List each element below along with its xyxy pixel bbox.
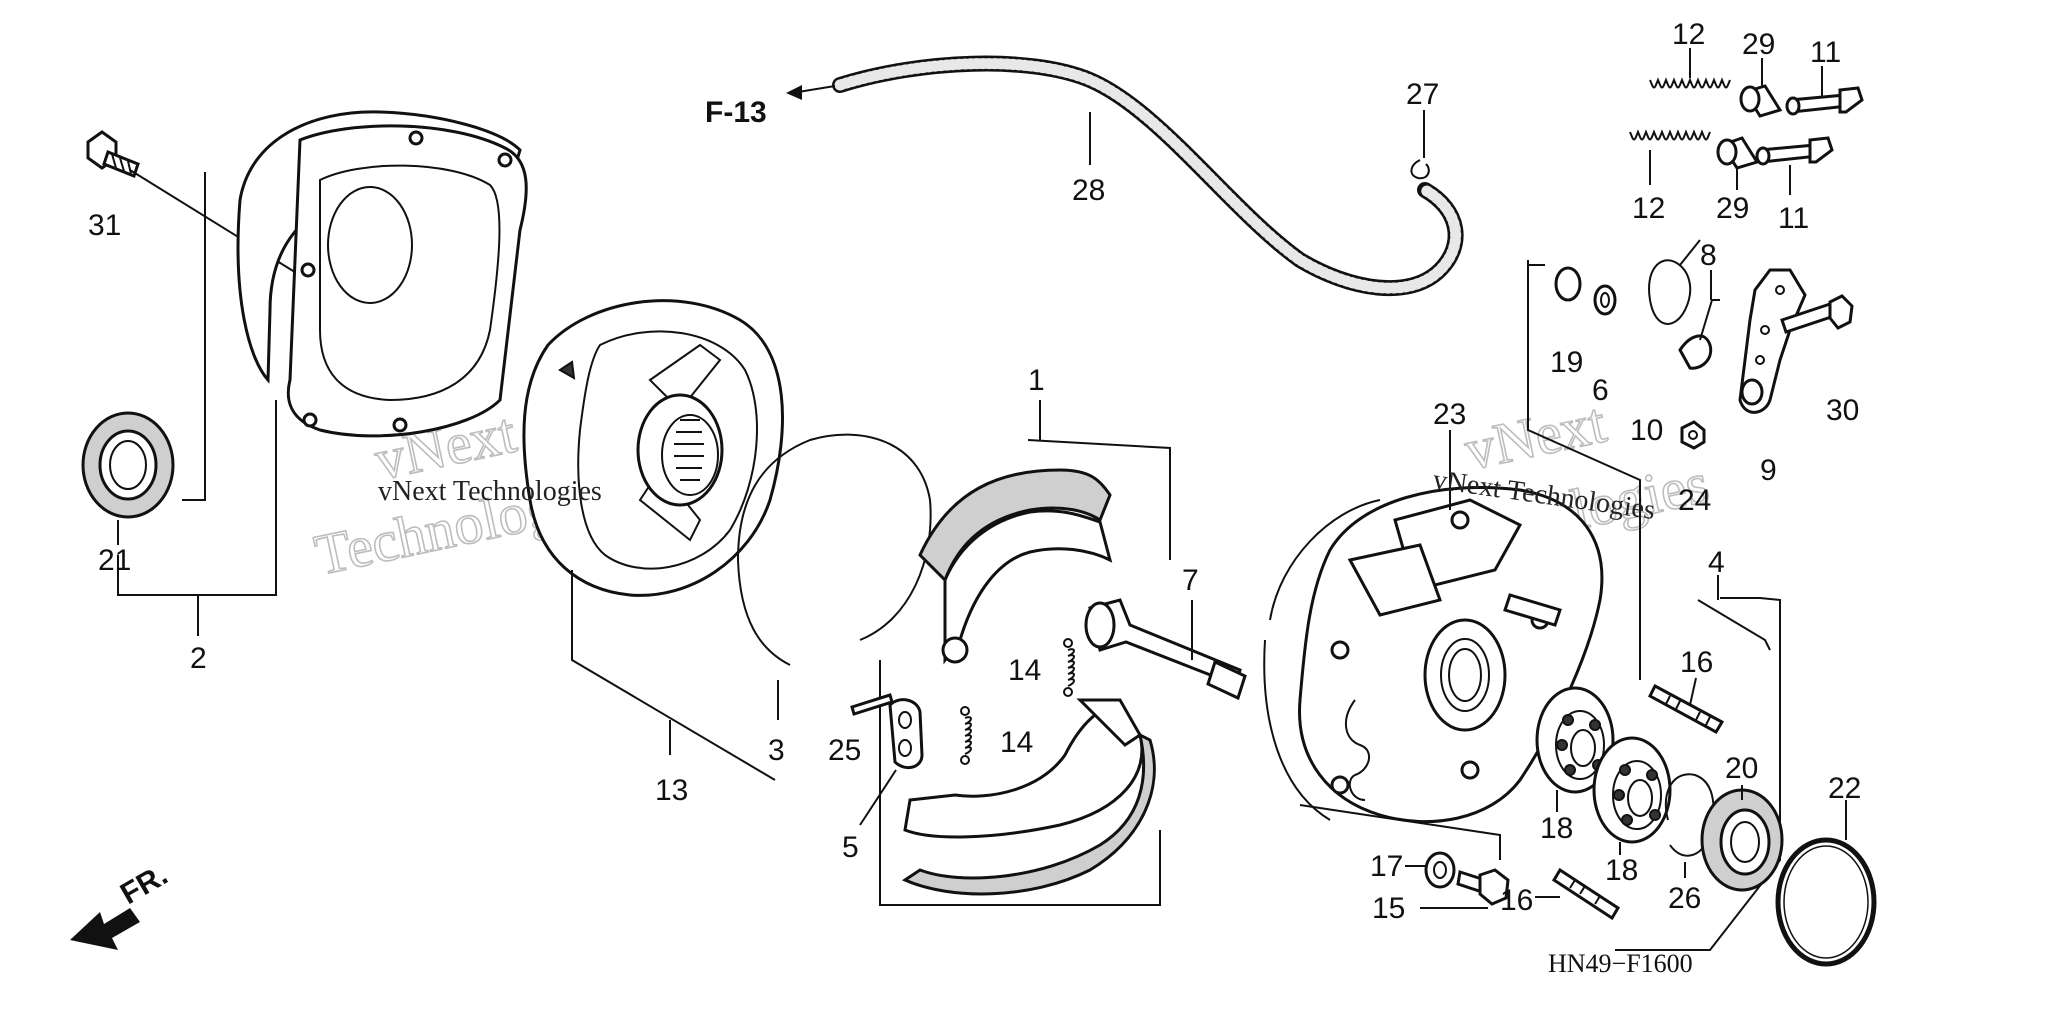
callout-18-a: 18 — [1540, 812, 1573, 845]
callout-4: 4 — [1708, 546, 1725, 579]
arrow-f13-head — [786, 85, 802, 100]
drawing-code: HN49−F1600 — [1548, 949, 1693, 978]
front-marker-label: FR. — [115, 858, 173, 911]
callout-14-upper: 14 — [1008, 654, 1041, 687]
part-24-nut — [1680, 420, 1706, 450]
part-10-return-spring — [1648, 239, 1701, 325]
callout-26: 26 — [1668, 882, 1701, 915]
callout-14-lower: 14 — [1000, 726, 1033, 759]
callout-8: 8 — [1700, 239, 1717, 272]
part-6-washer — [1593, 284, 1617, 316]
callout-21: 21 — [98, 544, 131, 577]
part-22-o-ring-inner — [1783, 845, 1869, 959]
bracket-1-bottom — [879, 660, 1161, 906]
part-22-o-ring — [1775, 837, 1877, 967]
callout-28: 28 — [1072, 174, 1105, 207]
part-16-stud-upper — [1648, 683, 1725, 735]
callout-2: 2 — [190, 642, 207, 675]
part-3-ring — [736, 433, 932, 666]
part-28-breather-tube — [832, 55, 1464, 297]
bracket-1-top — [1027, 439, 1171, 560]
part-21-oil-seal — [81, 411, 175, 519]
leader-5 — [859, 769, 897, 826]
callout-7: 7 — [1182, 564, 1199, 597]
callout-5: 5 — [842, 831, 859, 864]
callout-6: 6 — [1592, 374, 1609, 407]
part-1-brake-shoe-upper — [918, 468, 1113, 665]
bracket-4-right — [1697, 599, 1771, 651]
callout-16-upper: 16 — [1680, 646, 1713, 679]
front-arrow: FR. — [70, 858, 173, 950]
callout-19: 19 — [1550, 346, 1583, 379]
part-20-oil-seal — [1700, 788, 1784, 892]
part-14-spring-b — [960, 706, 972, 765]
callout-20: 20 — [1725, 752, 1758, 785]
part-1-brake-shoe-lower — [901, 698, 1156, 896]
part-26-circlip — [1664, 773, 1715, 857]
callout-22: 22 — [1828, 772, 1861, 805]
part-29-collar-upper — [1739, 84, 1783, 118]
leader-16a — [1689, 677, 1697, 706]
reference-f13: F-13 — [705, 96, 767, 129]
callout-1: 1 — [1028, 364, 1045, 397]
arrow-f13-line — [797, 85, 836, 93]
callout-10: 10 — [1630, 414, 1663, 447]
bracket-4-down — [1615, 597, 1781, 951]
part-14-spring-a — [1063, 638, 1075, 697]
callout-29-upper: 29 — [1742, 28, 1775, 61]
callout-9: 9 — [1760, 454, 1777, 487]
callout-3: 3 — [768, 734, 785, 767]
bracket-2-left — [182, 172, 206, 501]
bracket-4-bottom — [1299, 804, 1501, 860]
part-7-brake-cam — [1084, 598, 1247, 701]
bracket-13-3 — [571, 570, 776, 781]
callout-16-lower: 16 — [1500, 884, 1533, 917]
part-13-brake-drum — [522, 299, 784, 597]
callout-18-b: 18 — [1605, 854, 1638, 887]
callout-27: 27 — [1406, 78, 1439, 111]
callout-11-upper: 11 — [1810, 36, 1841, 69]
part-31-bolt — [86, 130, 140, 178]
part-15-bolt — [1456, 868, 1510, 906]
part-4-brake-panel — [1263, 486, 1604, 824]
callout-25: 25 — [828, 734, 861, 767]
callout-31: 31 — [88, 209, 121, 242]
callout-11-lower: 11 — [1778, 202, 1809, 235]
callout-15: 15 — [1372, 892, 1405, 925]
part-8-wear-indicator — [1678, 299, 1720, 370]
part-29-collar-lower — [1716, 136, 1760, 170]
part-17-washer — [1424, 851, 1456, 889]
callout-13: 13 — [655, 774, 688, 807]
part-9-brake-arm — [1738, 268, 1807, 414]
callout-12-lower: 12 — [1632, 192, 1665, 225]
part-27-clip — [1410, 159, 1430, 180]
part-18-bearing-b — [1592, 736, 1672, 844]
watermark-right-top: vNext — [1459, 390, 1611, 483]
part-12-spring-upper — [1649, 77, 1731, 89]
callout-17: 17 — [1370, 850, 1403, 883]
part-5-plate — [888, 698, 924, 770]
callout-29-lower: 29 — [1716, 192, 1749, 225]
callout-23: 23 — [1433, 398, 1466, 431]
part-2-drum-housing — [236, 110, 528, 438]
callout-24: 24 — [1678, 484, 1711, 517]
part-19-washer — [1554, 266, 1582, 302]
part-16-stud-lower — [1551, 867, 1621, 921]
callout-12-upper: 12 — [1672, 18, 1705, 51]
part-25-pin — [850, 693, 894, 716]
part-11-pin-upper — [1785, 86, 1864, 116]
callout-30: 30 — [1826, 394, 1859, 427]
part-30-bolt — [1780, 294, 1854, 334]
part-11-pin-lower — [1755, 136, 1834, 166]
part-12-spring-lower — [1629, 129, 1711, 141]
watermark-small-left: vNext Technologies — [378, 476, 602, 507]
bracket-4-left — [1527, 260, 1641, 680]
